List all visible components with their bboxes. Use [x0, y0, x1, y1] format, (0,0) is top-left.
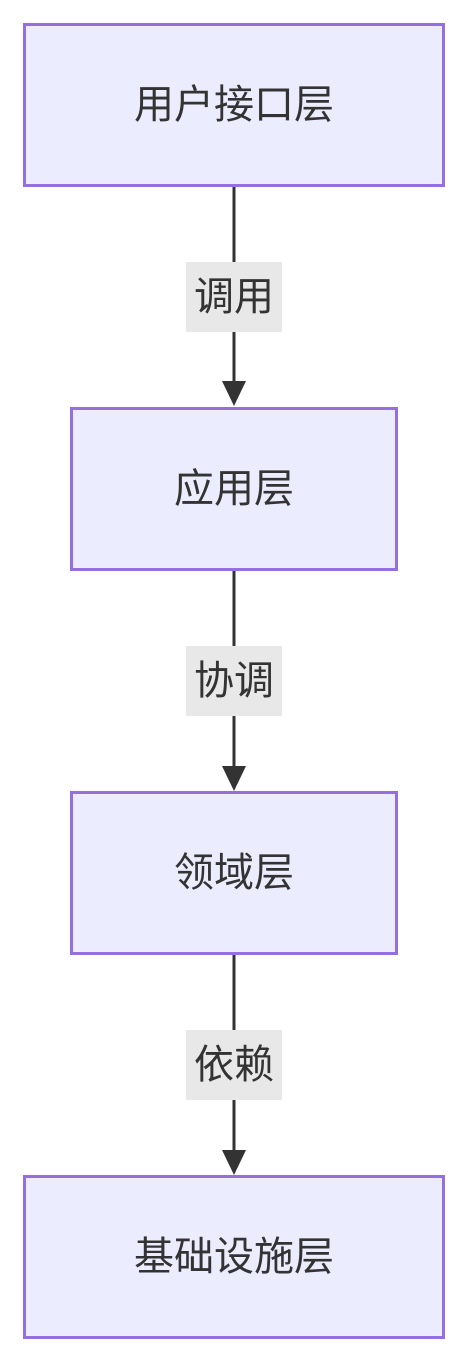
arrowhead-application: [222, 381, 246, 406]
arrowhead-infrastructure: [222, 1150, 246, 1175]
edge-label-coordinate: 协调: [186, 646, 282, 716]
node-label: 应用层: [174, 466, 294, 512]
edge-label-text: 调用: [194, 274, 274, 320]
arrowhead-domain: [222, 766, 246, 791]
node-label: 用户接口层: [134, 82, 334, 128]
node-domain-layer: 领域层: [70, 791, 398, 955]
node-infrastructure-layer: 基础设施层: [23, 1175, 445, 1339]
edge-label-call: 调用: [186, 262, 282, 332]
edge-label-depend: 依赖: [186, 1030, 282, 1100]
node-user-interface-layer: 用户接口层: [23, 23, 445, 187]
edge-label-text: 依赖: [194, 1042, 274, 1088]
node-application-layer: 应用层: [70, 407, 398, 571]
node-label: 基础设施层: [134, 1234, 334, 1280]
edge-label-text: 协调: [194, 658, 274, 704]
node-label: 领域层: [174, 850, 294, 896]
